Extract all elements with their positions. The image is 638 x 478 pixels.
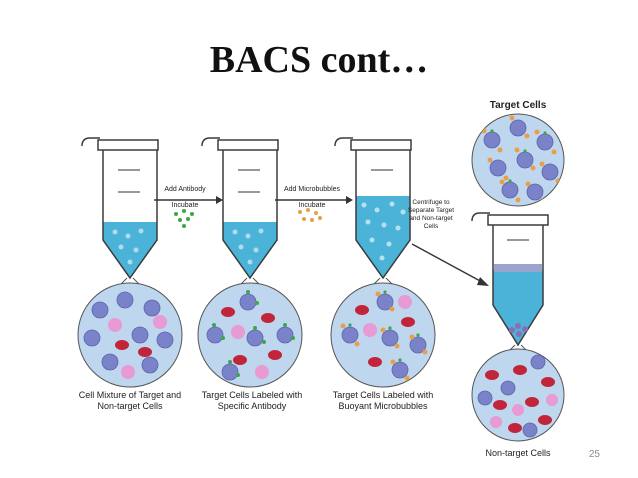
arrow-label-antibody-2: Incubate [172,202,199,209]
magnified-microbubbles [330,282,436,388]
arrow-add-antibody [154,196,223,228]
arrow-label-bubbles-1: Add Microbubbles [284,186,341,193]
caption-bubbles-2: Buoyant Microbubbles [338,401,428,411]
tube1-cells [112,228,144,265]
tube-mixture [81,137,159,280]
caption-mixture-1: Cell Mixture of Target and [79,390,181,400]
arrow-centrifuge [411,243,489,286]
arrow-label-centrifuge-2: Separate Target [408,207,454,214]
caption-target-cells: Target Cells [490,100,547,111]
tube3-cells [361,201,406,261]
tube4-pellet [509,323,528,337]
arrow-label-centrifuge-3: and Non-target [409,215,453,222]
arrow-label-centrifuge-4: Cells [424,223,439,230]
tube-antibody [201,137,279,280]
magnified-mixture [77,282,183,388]
page-number: 25 [588,449,600,460]
tube2-cells [232,228,264,265]
arrow-add-microbubbles [275,196,353,222]
slide-title: BACS cont… [209,39,429,81]
antibody-dots [174,209,194,228]
caption-bubbles-1: Target Cells Labeled with [333,390,434,400]
magnified-target-cells [471,113,565,207]
caption-mixture-2: Non-target Cells [97,401,163,411]
arrow-label-antibody-1: Add Antibody [164,186,206,193]
tube-centrifuged [471,212,549,347]
microbubble-dots [298,208,322,222]
arrow-label-bubbles-2: Incubate [299,202,326,209]
tube-microbubbles [334,137,412,280]
caption-antibody-1: Target Cells Labeled with [202,390,303,400]
arrow-label-centrifuge-1: Centrifuge to [412,199,450,206]
magnified-antibody [197,282,303,388]
caption-nontarget-cells: Non-target Cells [485,448,551,458]
magnified-nontarget-cells [471,348,565,442]
caption-antibody-2: Specific Antibody [218,401,287,411]
